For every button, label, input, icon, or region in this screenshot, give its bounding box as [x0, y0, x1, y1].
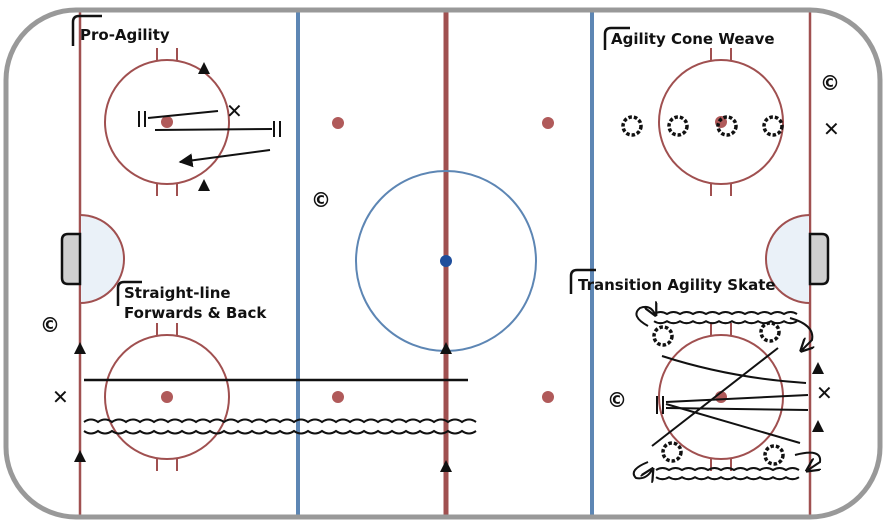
skate-path-arrow: [789, 317, 812, 350]
skate-path: [147, 110, 219, 119]
transition-skate-drill: Transition Agility Skate © ✕: [569, 268, 833, 481]
goal-crease-right: [765, 213, 811, 305]
coach-icon: ©: [311, 188, 331, 212]
coach-icon: ©: [40, 313, 60, 337]
net-icon: [808, 232, 830, 286]
player-x-icon: ✕: [226, 99, 243, 123]
drill-label-pro-agility: Pro-Agility: [80, 26, 170, 44]
face-off-dot: [332, 391, 344, 403]
skate-path: [665, 403, 801, 444]
face-off-dot: [542, 117, 554, 129]
skate-path: [651, 347, 779, 447]
wavy-skate-path: [83, 418, 477, 435]
wavy-skate-path: [653, 311, 798, 325]
drill-label-forwards-back: Forwards & Back: [124, 304, 267, 322]
pylon-triangle-icon: [812, 420, 824, 432]
rink-board: [3, 7, 883, 520]
cone-icon: [621, 115, 784, 137]
coach-icon: ©: [820, 71, 840, 95]
player-x-icon: ✕: [823, 117, 840, 141]
pylon-triangle-icon: [812, 362, 824, 374]
straight-line-drill: Straight-line Forwards & Back © ✕: [40, 280, 477, 472]
stop-mark: [138, 111, 281, 137]
face-off-dot: [161, 391, 173, 403]
center-face-off-dot: [440, 255, 452, 267]
skate-path-arrow: [635, 307, 655, 327]
skate-path-arrow: [632, 461, 652, 478]
net-icon: [60, 232, 82, 286]
skate-path: [665, 407, 809, 411]
drill-label-cone-weave: Agility Cone Weave: [611, 30, 775, 48]
goal-crease-left: [79, 213, 125, 305]
face-off-circle-top-right: [658, 48, 784, 196]
face-off-circle-bottom-left: [104, 323, 230, 471]
skate-path-arrow: [178, 149, 271, 168]
pylon-triangle-icon: [440, 460, 452, 472]
skate-path: [154, 128, 273, 131]
pylon-triangle-icon: [198, 179, 210, 191]
pylon-triangle-icon: [74, 450, 86, 462]
face-off-circle-top-left: [104, 48, 230, 196]
pylon-triangle-icon: [74, 342, 86, 354]
coach-icon: ©: [607, 388, 627, 412]
drill-label-straight-line: Straight-line: [124, 284, 231, 302]
skate-path: [665, 394, 809, 403]
pylon-triangle-icon: [440, 342, 452, 354]
skate-path-arrow: [794, 451, 820, 470]
face-off-dot: [332, 117, 344, 129]
wavy-skate-path: [655, 467, 800, 481]
cone-weave-drill: Agility Cone Weave © ✕: [603, 26, 840, 141]
player-x-icon: ✕: [52, 385, 69, 409]
drill-label-transition: Transition Agility Skate: [578, 276, 776, 294]
pro-agility-drill: Pro-Agility ✕: [71, 14, 281, 191]
face-off-dot: [161, 116, 173, 128]
skate-path: [661, 355, 807, 384]
stop-mark: [656, 396, 664, 414]
pylon-triangle-icon: [198, 62, 210, 74]
face-off-dot: [542, 391, 554, 403]
cone-icon: [652, 321, 785, 466]
player-x-icon: ✕: [816, 381, 833, 405]
